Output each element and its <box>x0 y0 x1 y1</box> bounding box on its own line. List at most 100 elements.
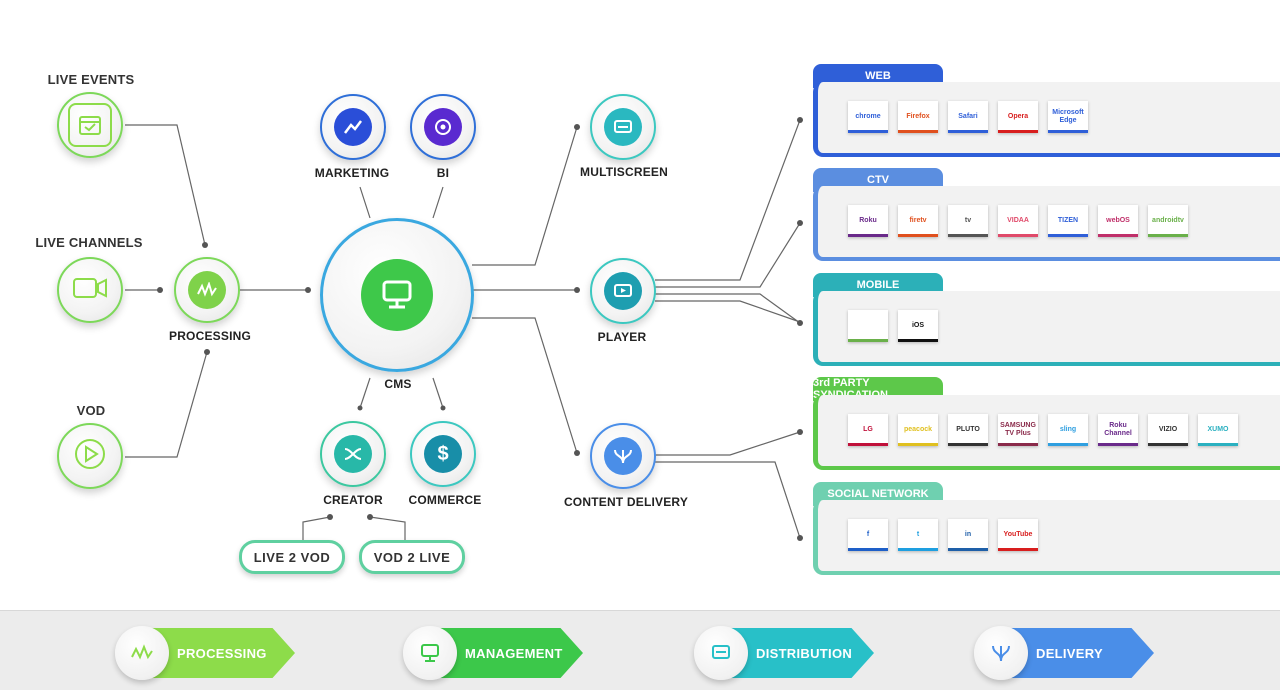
commerce-node[interactable]: $ <box>410 421 476 487</box>
platform-logo[interactable]: SAMSUNG TV Plus <box>998 414 1038 446</box>
processing-node[interactable] <box>174 257 240 323</box>
platform-logo-text: Firefox <box>906 113 930 120</box>
wave-icon <box>188 271 226 309</box>
marketing-node[interactable] <box>320 94 386 160</box>
connector-lines <box>125 117 803 541</box>
platform-logo[interactable]: Safari <box>948 101 988 133</box>
panel-logos-3: LG peacock PLUTO SAMSUNG TV Plus sling Roku C… <box>848 414 1238 446</box>
platform-logo-text: webOS <box>1106 217 1130 224</box>
platform-logo[interactable] <box>848 310 888 342</box>
platform-logo-underline <box>948 234 988 237</box>
dollar-icon: $ <box>424 435 462 473</box>
screens-icon <box>604 108 642 146</box>
content-delivery-node[interactable] <box>590 423 656 489</box>
platform-logo-underline <box>998 234 1038 237</box>
platform-logo[interactable]: Roku Channel <box>1098 414 1138 446</box>
platform-logo-underline <box>1148 443 1188 446</box>
creator-label: CREATOR <box>323 493 383 507</box>
platform-logo[interactable]: tv <box>948 205 988 237</box>
platform-logo-text: chrome <box>855 113 881 120</box>
multiscreen-node[interactable] <box>590 94 656 160</box>
bi-label: BI <box>436 166 450 180</box>
step-processing-arrow: PROCESSING <box>145 628 295 678</box>
platform-logo[interactable]: YouTube <box>998 519 1038 551</box>
platform-logo-underline <box>898 443 938 446</box>
panel-1 <box>813 186 1280 261</box>
processing-label: PROCESSING <box>168 329 252 343</box>
panel-2 <box>813 291 1280 366</box>
platform-logo-text: in <box>964 531 972 538</box>
play-icon <box>74 438 106 475</box>
platform-logo-underline <box>1048 130 1088 133</box>
platform-logo[interactable]: VIZIO <box>1148 414 1188 446</box>
player-label: PLAYER <box>597 330 647 344</box>
platform-logo-text: VIDAA <box>1007 217 1029 224</box>
platform-logo[interactable]: sling <box>1048 414 1088 446</box>
step-processing[interactable]: PROCESSING <box>115 626 295 680</box>
marketing-label: MARKETING <box>314 166 390 180</box>
live-events-node[interactable] <box>57 92 123 158</box>
platform-logo-underline <box>1148 234 1188 237</box>
platform-logo[interactable]: Opera <box>998 101 1038 133</box>
panel-0 <box>813 82 1280 157</box>
platform-logo-text: sling <box>1059 426 1077 433</box>
platform-logo[interactable]: firetv <box>898 205 938 237</box>
step-delivery[interactable]: DELIVERY <box>974 626 1154 680</box>
platform-logo-text: Roku <box>859 217 877 224</box>
cms-monitor-icon <box>361 259 433 331</box>
platform-logo[interactable]: f <box>848 519 888 551</box>
platform-logo-underline <box>898 234 938 237</box>
live-channels-node[interactable] <box>57 257 123 323</box>
shuffle-icon <box>334 435 372 473</box>
platform-logo[interactable]: XUMO <box>1198 414 1238 446</box>
live-events-label: LIVE EVENTS <box>47 72 135 87</box>
panel-logos-1: Roku firetv tv VIDAA TIZEN webOS androidtv <box>848 205 1188 237</box>
step-management[interactable]: MANAGEMENT <box>403 626 583 680</box>
platform-logo[interactable]: t <box>898 519 938 551</box>
platform-logo-underline <box>898 130 938 133</box>
step-distribution[interactable]: DISTRIBUTION <box>694 626 874 680</box>
cms-node[interactable] <box>320 218 474 372</box>
platform-logo-underline <box>998 548 1038 551</box>
platform-logo-text: PLUTO <box>956 426 980 433</box>
platform-logo-text: SAMSUNG TV Plus <box>1000 422 1036 437</box>
player-screen-icon <box>604 272 642 310</box>
platform-logo-text: Opera <box>1007 113 1029 120</box>
live-2-vod-pill[interactable]: LIVE 2 VOD <box>239 540 345 574</box>
vod-label: VOD <box>76 403 106 418</box>
panel-logos-2: iOS <box>848 310 938 342</box>
vod-node[interactable] <box>57 423 123 489</box>
platform-logo-text: peacock <box>903 426 933 433</box>
platform-logo[interactable]: LG <box>848 414 888 446</box>
platform-logo-text: firetv <box>909 217 927 224</box>
platform-logo-underline <box>898 339 938 342</box>
platform-logo-text: Safari <box>958 113 978 120</box>
platform-logo[interactable]: peacock <box>898 414 938 446</box>
step-management-arrow: MANAGEMENT <box>433 628 583 678</box>
platform-logo-underline <box>1198 443 1238 446</box>
platform-logo-text: TIZEN <box>1057 217 1079 224</box>
platform-logo[interactable]: androidtv <box>1148 205 1188 237</box>
step-delivery-arrow: DELIVERY <box>1004 628 1154 678</box>
platform-logo[interactable]: Roku <box>848 205 888 237</box>
platform-logo[interactable]: webOS <box>1098 205 1138 237</box>
platform-logo[interactable]: chrome <box>848 101 888 133</box>
step-delivery-fork-icon <box>974 626 1028 680</box>
platform-logo[interactable]: VIDAA <box>998 205 1038 237</box>
platform-logo[interactable]: PLUTO <box>948 414 988 446</box>
creator-node[interactable] <box>320 421 386 487</box>
step-processing-wave-icon <box>115 626 169 680</box>
platform-logo[interactable]: Firefox <box>898 101 938 133</box>
platform-logo-text: YouTube <box>1003 531 1033 538</box>
vod-2-live-pill[interactable]: VOD 2 LIVE <box>359 540 465 574</box>
commerce-label: COMMERCE <box>408 493 482 507</box>
bi-node[interactable] <box>410 94 476 160</box>
platform-logo[interactable]: in <box>948 519 988 551</box>
calendar-icon <box>68 103 112 147</box>
platform-logo-underline <box>948 443 988 446</box>
platform-logo[interactable]: iOS <box>898 310 938 342</box>
platform-logo[interactable]: Microsoft Edge <box>1048 101 1088 133</box>
platform-logo[interactable]: TIZEN <box>1048 205 1088 237</box>
platform-logo-underline <box>998 130 1038 133</box>
player-node[interactable] <box>590 258 656 324</box>
